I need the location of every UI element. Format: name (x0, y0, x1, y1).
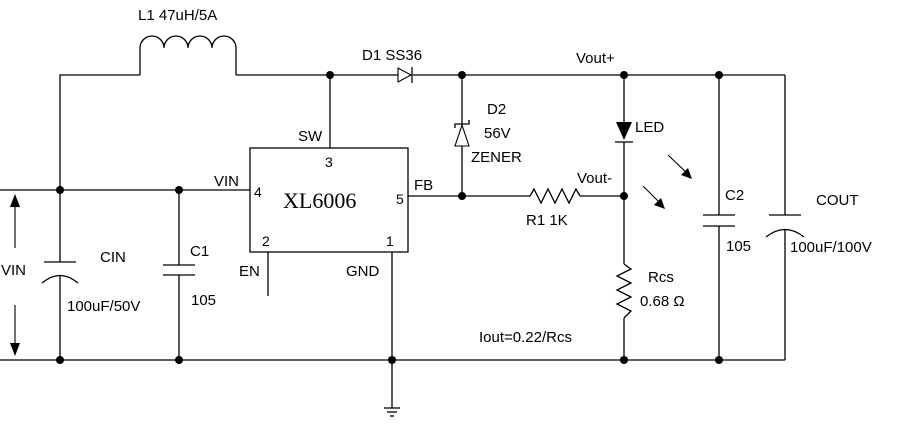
vin-arrow-down-head (10, 343, 20, 356)
led-emission-arrow-2 (642, 185, 661, 204)
led-label: LED (635, 119, 664, 136)
d1-label: D1 SS36 (362, 47, 422, 64)
ground-icon (384, 407, 400, 417)
pin-en-label: EN (239, 263, 260, 280)
iout-formula: Iout=0.22/Rcs (479, 329, 572, 346)
d1-triangle (397, 67, 413, 83)
pin-sw-label: SW (298, 128, 323, 145)
net-vout-pos: Vout+ (576, 50, 615, 67)
junction-dots (56, 71, 723, 364)
cout-value: 100uF/100V (790, 239, 872, 256)
ic-xl6006: XL6006 SW 3 VIN 4 FB 5 2 EN 1 GND (214, 128, 433, 280)
cin-value: 100uF/50V (67, 298, 140, 315)
ic-body (249, 147, 409, 253)
junction-rcs-bottom (620, 356, 628, 364)
junction-sw (326, 71, 334, 79)
zener-d2: D2 56V ZENER (454, 101, 522, 166)
pin-gnd-label: GND (346, 263, 380, 280)
junction-c2-top (715, 71, 723, 79)
led-emission-arrowhead-1 (681, 168, 692, 179)
inductor-symbol (139, 35, 237, 75)
junction-fb (458, 192, 466, 200)
vin-arrow-up-head (10, 194, 20, 207)
pin-en-number: 2 (262, 233, 270, 249)
resistor-rcs: Rcs 0.68 Ω (615, 263, 685, 319)
c2-value: 105 (726, 238, 751, 255)
rcs-ref: Rcs (648, 269, 674, 286)
c1-ref: C1 (190, 243, 209, 260)
junction-vout-neg (620, 192, 628, 200)
pin-sw-number: 3 (325, 154, 333, 170)
cout-plate-curved (765, 228, 805, 238)
pin-gnd-number: 1 (386, 233, 394, 249)
wire-vin-to-inductor (59, 74, 140, 190)
junction-cin-top (56, 186, 64, 194)
zener-triangle (454, 123, 470, 147)
led-emission-arrow-1 (667, 154, 689, 175)
wires (0, 74, 786, 408)
zener-ref: D2 (487, 101, 506, 118)
pin-fb-number: 5 (396, 191, 404, 207)
r1-label: R1 1K (526, 212, 568, 229)
net-vout-neg: Vout- (577, 170, 612, 187)
zener-type: ZENER (471, 149, 522, 166)
led-triangle (616, 122, 632, 140)
c2-ref: C2 (725, 187, 744, 204)
r1-zigzag (529, 187, 581, 205)
capacitor-cin: CIN 100uF/50V (41, 249, 140, 315)
junction-vout-pos (620, 71, 628, 79)
cin-plate-curved (41, 274, 79, 284)
cin-ref: CIN (100, 249, 126, 266)
ic-name: XL6006 (283, 188, 356, 213)
rcs-value: 0.68 Ω (640, 293, 685, 310)
capacitor-c1: C1 105 (163, 243, 216, 309)
pin-fb-label: FB (414, 177, 433, 194)
capacitor-cout: COUT 100uF/100V (765, 192, 872, 256)
inductor-l1: L1 47uH/5A (138, 7, 237, 75)
junction-gnd (388, 356, 396, 364)
c1-value: 105 (191, 292, 216, 309)
inductor-label: L1 47uH/5A (138, 7, 217, 24)
net-vin: VIN (1, 262, 26, 279)
junction-c1-bottom (175, 356, 183, 364)
junction-c1-top (175, 186, 183, 194)
junction-cin-bottom (56, 356, 64, 364)
resistor-r1: R1 1K (526, 187, 581, 229)
pin-vin-number: 4 (254, 184, 262, 200)
capacitor-c2: C2 105 (703, 187, 751, 255)
led-emission-arrowhead-2 (654, 198, 665, 209)
led: LED (615, 119, 692, 209)
rcs-zigzag (615, 263, 633, 319)
vin-arrows (10, 194, 20, 356)
junction-c2-bottom (715, 356, 723, 364)
junction-zener-top (458, 71, 466, 79)
pin-vin-label: VIN (214, 173, 239, 190)
diode-d1: D1 SS36 (362, 47, 422, 83)
zener-value: 56V (484, 125, 511, 142)
cout-ref: COUT (816, 192, 859, 209)
